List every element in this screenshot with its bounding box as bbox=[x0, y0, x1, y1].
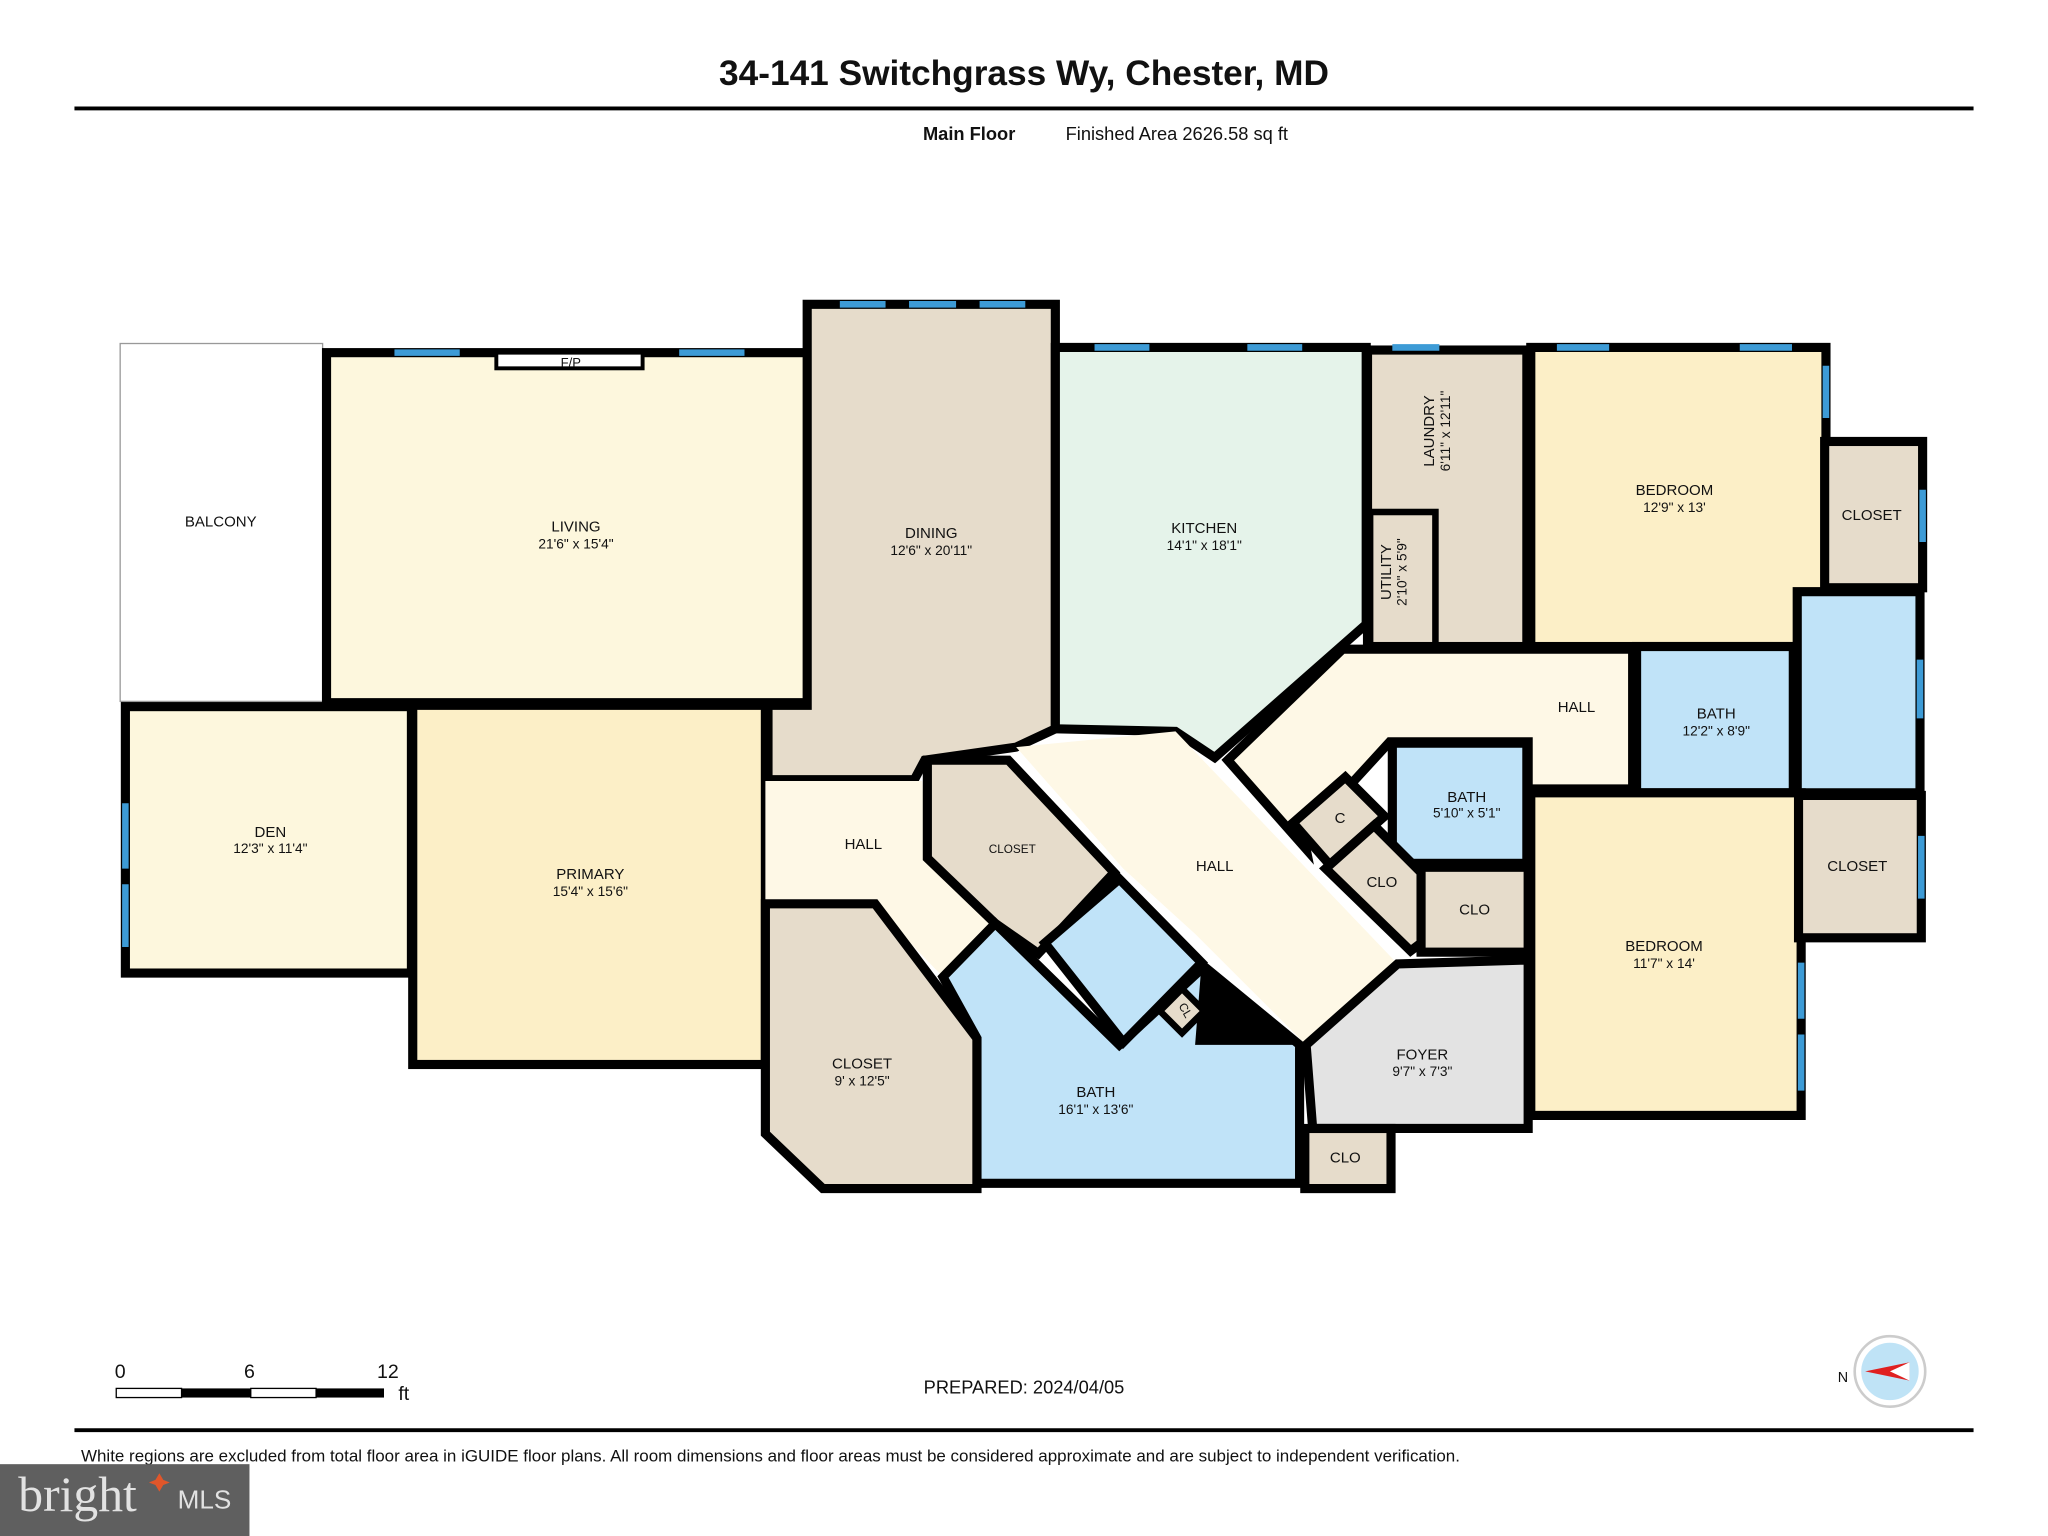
dims-primary: 15'4" x 15'6" bbox=[553, 884, 628, 899]
room-clo-3 bbox=[1300, 1123, 1396, 1194]
room-balcony bbox=[119, 342, 324, 703]
room-living bbox=[321, 348, 817, 708]
scale-tick-0: 0 bbox=[115, 1361, 126, 1383]
room-hall-center bbox=[1016, 731, 1398, 1045]
label-foyer: FOYER bbox=[1397, 1046, 1449, 1063]
room-clo-2 bbox=[1416, 862, 1533, 957]
label-bath-3: BATH bbox=[1447, 789, 1486, 806]
label-bedroom-1: BEDROOM bbox=[1636, 482, 1714, 499]
room-c bbox=[1286, 770, 1392, 872]
label-dining: DINING bbox=[905, 525, 958, 542]
compass-icon: N bbox=[1838, 1334, 1927, 1408]
label-clo-1: CLO bbox=[1366, 874, 1397, 891]
finished-area: Finished Area 2626.58 sq ft bbox=[1066, 123, 1288, 144]
windows bbox=[122, 301, 1926, 1091]
dims-dining: 12'6" x 20'11" bbox=[890, 543, 972, 558]
room-hall-left bbox=[765, 781, 993, 977]
label-closet-4: CLOSET bbox=[1827, 858, 1887, 875]
scale-tick-12: 12 bbox=[377, 1361, 399, 1383]
label-den: DEN bbox=[255, 824, 287, 841]
dims-bath-2: 12'2" x 8'9" bbox=[1682, 723, 1750, 738]
label-bath-2: BATH bbox=[1697, 705, 1736, 722]
label-clo-2: CLO bbox=[1459, 901, 1490, 918]
dims-closet-3: 9' x 12'5" bbox=[835, 1073, 890, 1088]
dims-laundry: 6'11" x 12'11" bbox=[1438, 391, 1453, 472]
room-closet-2 bbox=[922, 755, 1121, 960]
room-foyer bbox=[1301, 955, 1533, 1134]
dims-bedroom-1: 12'9" x 13' bbox=[1643, 500, 1706, 515]
fireplace-label: F/P bbox=[561, 355, 582, 370]
room-walk-in bbox=[1792, 587, 1925, 798]
dims-den: 12'3" x 11'4" bbox=[233, 841, 307, 856]
room-cl bbox=[1155, 984, 1209, 1038]
dims-bedroom-2: 11'7" x 14' bbox=[1633, 956, 1695, 971]
dims-kitchen: 14'1" x 18'1" bbox=[1167, 538, 1242, 553]
label-bath-primary: BATH bbox=[1076, 1084, 1115, 1101]
room-bath-3 bbox=[1387, 738, 1532, 868]
label-utility: UTILITY bbox=[1378, 544, 1395, 600]
dims-bath-primary: 16'1" x 13'6" bbox=[1058, 1102, 1133, 1117]
dims-utility: 2'10" x 5'9" bbox=[1395, 538, 1410, 606]
room-closet-3 bbox=[760, 899, 982, 1194]
compass-north: N bbox=[1838, 1370, 1848, 1386]
room-bedroom-1 bbox=[1526, 342, 1831, 652]
room-bedroom-2 bbox=[1526, 788, 1806, 1120]
label-kitchen: KITCHEN bbox=[1171, 520, 1237, 537]
floor-label: Main Floor bbox=[923, 123, 1015, 144]
fireplace bbox=[494, 350, 645, 371]
dims-living: 21'6" x 15'4" bbox=[538, 537, 613, 552]
label-bedroom-2: BEDROOM bbox=[1625, 938, 1703, 955]
floor-plan: F/P bbox=[119, 299, 1928, 1194]
scale-unit: ft bbox=[398, 1383, 409, 1405]
scale-tick-6: 6 bbox=[244, 1361, 255, 1383]
label-hall-right: HALL bbox=[1558, 699, 1596, 716]
label-laundry: LAUNDRY bbox=[1421, 395, 1438, 467]
prepared-date: PREPARED: 2024/04/05 bbox=[924, 1377, 1125, 1398]
room-bath-wall bbox=[1195, 962, 1294, 1045]
disclaimer: White regions are excluded from total fl… bbox=[81, 1447, 1460, 1466]
room-primary bbox=[408, 700, 770, 1070]
room-labels: BALCONY LIVING 21'6" x 15'4" DINING 12'6… bbox=[185, 391, 1902, 1167]
label-closet-3: CLOSET bbox=[832, 1055, 892, 1072]
room-utility bbox=[1366, 508, 1439, 649]
dims-foyer: 9'7" x 7'3" bbox=[1392, 1064, 1452, 1079]
label-living: LIVING bbox=[551, 519, 600, 536]
label-closet-1: CLOSET bbox=[1842, 507, 1902, 524]
scale-bar: 0 6 12 ft bbox=[115, 1361, 410, 1405]
bright-mls-logo: bright MLS bbox=[0, 1464, 250, 1536]
label-closet-2: CLOSET bbox=[989, 843, 1036, 856]
label-hall-center: HALL bbox=[1196, 858, 1234, 875]
label-primary: PRIMARY bbox=[556, 866, 624, 883]
label-clo-3: CLO bbox=[1330, 1149, 1361, 1166]
label-balcony: BALCONY bbox=[185, 513, 257, 530]
page-title: 34-141 Switchgrass Wy, Chester, MD bbox=[719, 54, 1329, 93]
dims-bath-3: 5'10" x 5'1" bbox=[1433, 806, 1501, 821]
svg-text:MLS: MLS bbox=[178, 1485, 232, 1515]
svg-text:bright: bright bbox=[18, 1467, 137, 1522]
label-c: C bbox=[1335, 810, 1346, 827]
label-hall-left: HALL bbox=[845, 836, 883, 853]
